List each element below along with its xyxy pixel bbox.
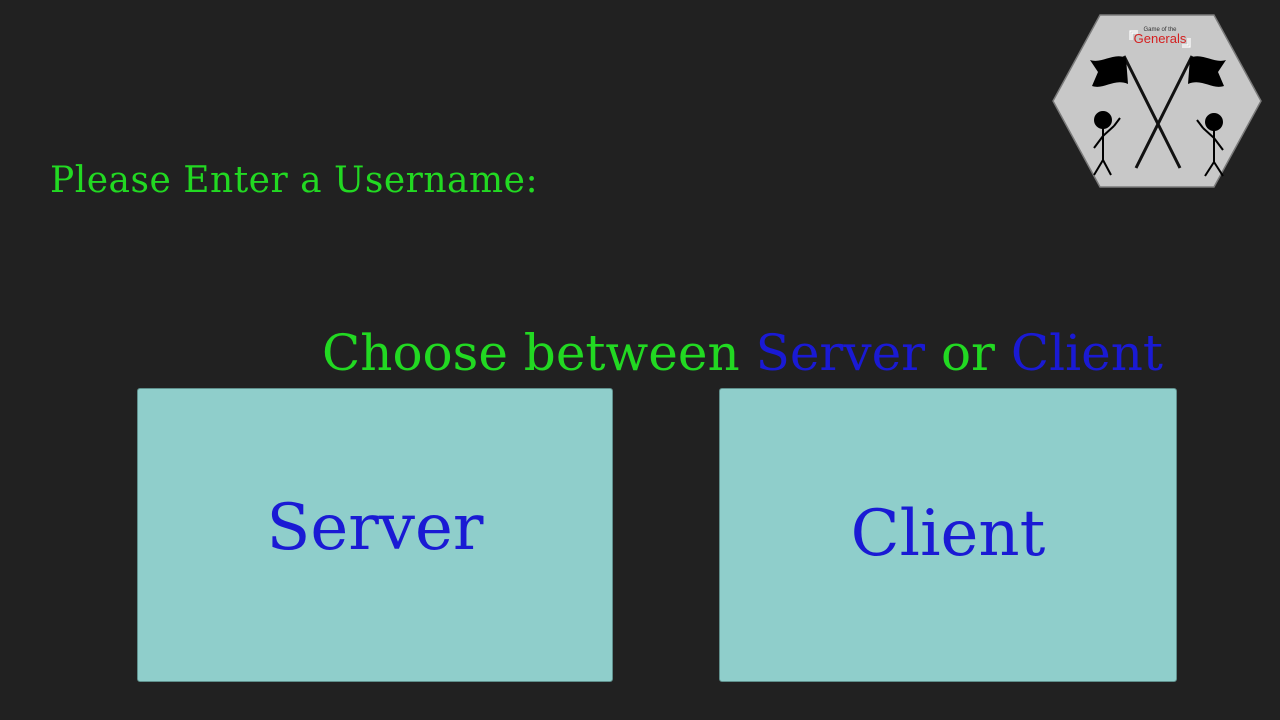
server-button-label: Server (266, 491, 484, 565)
right-stick-figure-icon (1196, 113, 1224, 177)
left-stick-figure-icon (1093, 111, 1121, 176)
choose-heading-server-word: Server (755, 324, 926, 382)
server-button[interactable]: Server (137, 388, 613, 682)
right-flag-icon (1188, 56, 1226, 87)
choose-heading-client-word: Client (1010, 324, 1163, 382)
client-button-label: Client (850, 497, 1046, 571)
choose-heading-or-text: or (925, 324, 1011, 382)
logo-title: Generals (1134, 31, 1187, 46)
choose-heading: Choose between Server or Client (322, 324, 1163, 382)
logo-subtitle: Game of the (1143, 27, 1177, 33)
choose-heading-text: Choose between (322, 324, 756, 382)
game-logo: Game of the Generals (1052, 14, 1262, 188)
client-button[interactable]: Client (719, 388, 1177, 682)
username-prompt: Please Enter a Username: (50, 160, 539, 201)
left-flag-icon (1090, 56, 1128, 87)
